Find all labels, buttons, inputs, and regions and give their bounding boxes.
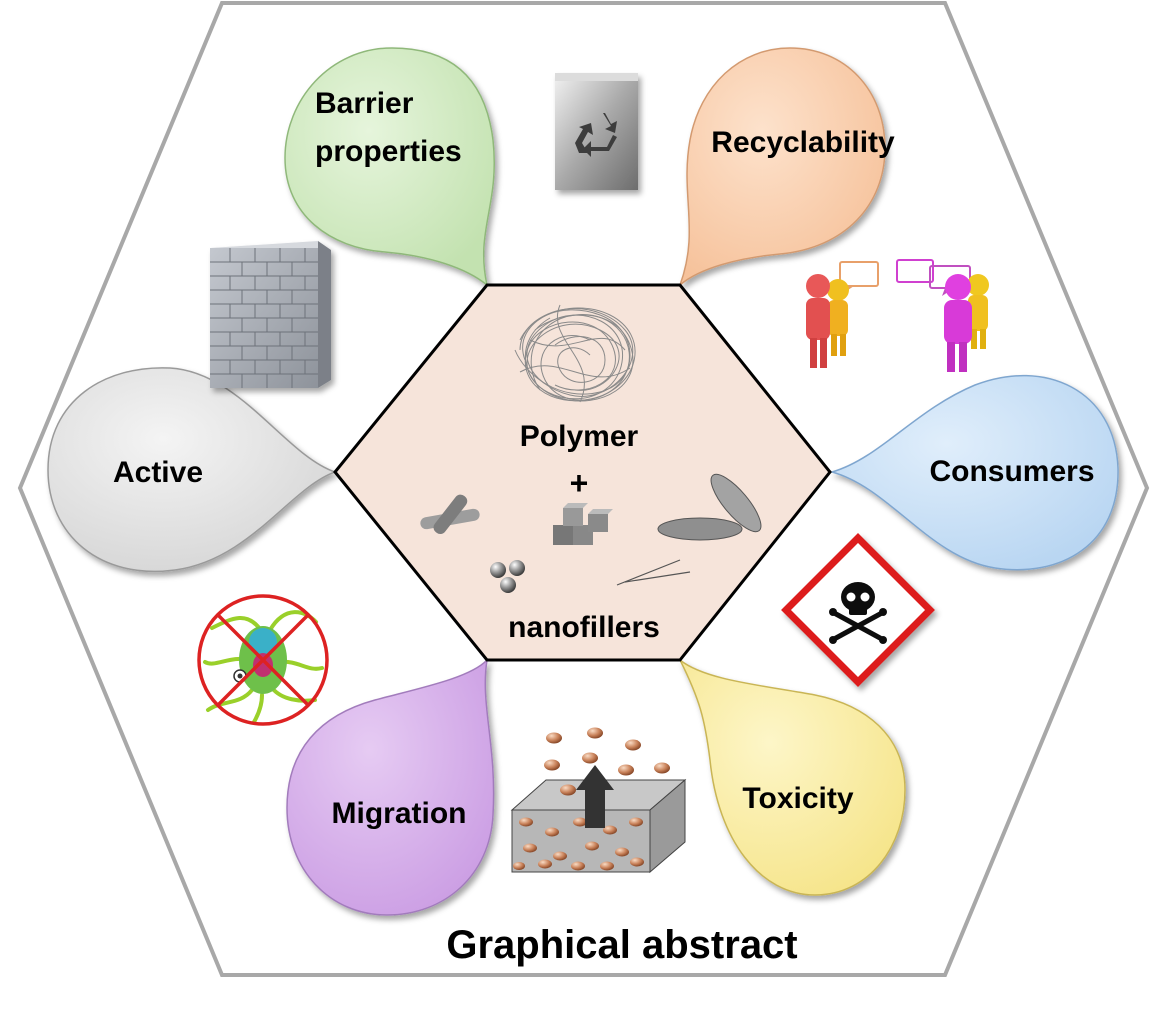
petal-active (47, 367, 338, 573)
center-polymer-label: Polymer (520, 420, 639, 453)
petal-active-label: Active (113, 456, 203, 489)
polymer-coil-icon (514, 304, 636, 403)
petal-consumers-label: Consumers (929, 455, 1094, 488)
nanotube-icon (420, 494, 480, 535)
footer-title: Graphical abstract (446, 923, 797, 967)
petal-toxicity (679, 659, 906, 896)
center-nanofillers-label: nanofillers (508, 611, 660, 644)
petal-recyclability (678, 47, 886, 288)
petal-migration (286, 657, 495, 916)
petal-migration-label: Migration (332, 797, 467, 830)
people-talking-icon (806, 259, 989, 372)
petal-barrier (284, 47, 495, 287)
migration-block-icon (510, 727, 687, 874)
center-hexagon (333, 283, 832, 662)
no-germs-icon (197, 594, 329, 726)
nanofiber-icon (616, 559, 691, 586)
petal-consumers (829, 374, 1119, 571)
petal-barrier-label-1: Barrier (315, 87, 414, 120)
petal-recyclability-label: Recyclability (711, 126, 895, 159)
brick-wall-icon (210, 241, 331, 388)
cube-cluster-icon (553, 503, 613, 545)
toxic-hazard-icon (781, 533, 935, 687)
center-plus-label: + (570, 465, 589, 501)
nanosphere-icon (490, 560, 525, 593)
platelet-icon (657, 473, 762, 541)
petal-barrier-label-2: properties (315, 135, 462, 168)
recycle-bin-icon (555, 73, 638, 190)
petal-toxicity-label: Toxicity (742, 782, 853, 815)
